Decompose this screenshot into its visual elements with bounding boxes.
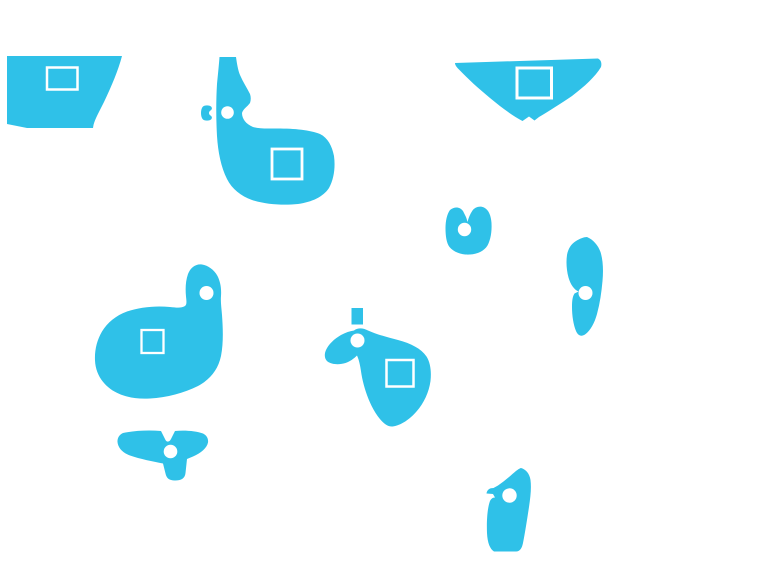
left-large-whale-blob-region[interactable] [94, 264, 223, 399]
square-outline-marker [140, 328, 165, 355]
top-left-blob[interactable] [7, 56, 122, 128]
square-outline-marker [45, 66, 79, 91]
middle-small-tulip-blob[interactable] [445, 206, 492, 255]
square-outline-marker [515, 66, 553, 100]
bottom-right-blob-region[interactable] [486, 468, 531, 552]
top-right-blob-region[interactable] [455, 58, 602, 122]
center-blob-region[interactable] [324, 328, 431, 427]
right-elongated-blob[interactable] [566, 237, 603, 336]
dot-marker [163, 444, 178, 459]
square-outline-marker [270, 147, 304, 181]
dot-marker [221, 106, 234, 119]
dot-marker [350, 333, 365, 348]
center-blob[interactable] [324, 308, 431, 427]
left-large-whale-blob[interactable] [94, 264, 223, 399]
bottom-left-bowtie-blob-region[interactable] [117, 430, 209, 481]
dot-marker [578, 286, 593, 300]
top-center-blob-region[interactable] [216, 57, 335, 205]
dot-marker [502, 488, 517, 503]
bottom-right-blob[interactable] [486, 468, 531, 552]
dot-marker [457, 222, 472, 237]
bottom-left-bowtie-blob[interactable] [117, 430, 209, 481]
square-outline-marker [385, 358, 415, 388]
top-right-blob[interactable] [455, 58, 602, 122]
top-center-blob-region[interactable] [201, 105, 212, 121]
center-blob-region[interactable] [351, 308, 364, 325]
top-left-blob-region[interactable] [7, 56, 122, 128]
top-center-blob[interactable] [201, 57, 335, 205]
dot-marker [199, 286, 214, 300]
